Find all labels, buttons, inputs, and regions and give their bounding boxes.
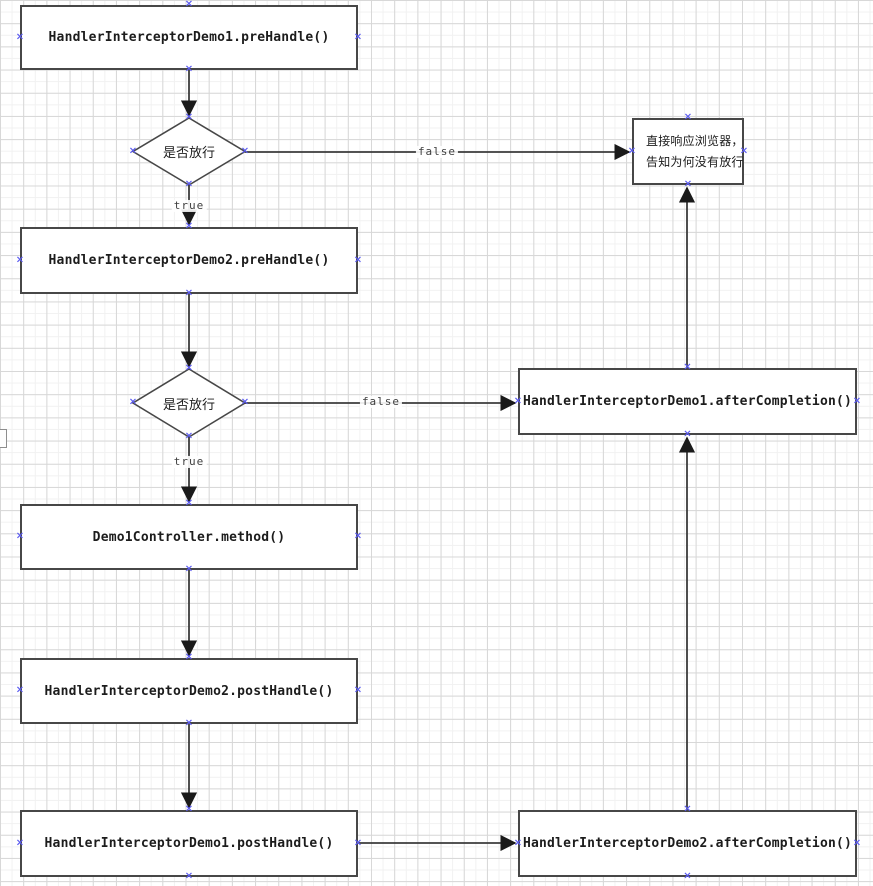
node-demo1controller-method[interactable]: Demo1Controller.method() — [20, 504, 358, 570]
node-demo1-aftercompletion[interactable]: HandlerInterceptorDemo1.afterCompletion(… — [518, 368, 857, 435]
canvas-side-tab[interactable] — [0, 429, 7, 448]
node-respond-browser[interactable]: 直接响应浏览器， 告知为何没有放行 — [632, 118, 744, 185]
node-label: HandlerInterceptorDemo1.preHandle() — [48, 30, 330, 45]
decision-is-pass-2-label: 是否放行 — [162, 397, 215, 413]
node-label: HandlerInterceptorDemo2.preHandle() — [48, 253, 330, 268]
node-label: HandlerInterceptorDemo1.postHandle() — [44, 836, 334, 851]
node-label: 直接响应浏览器， — [646, 133, 744, 148]
node-label: HandlerInterceptorDemo2.afterCompletion(… — [522, 836, 853, 851]
decision-is-pass-1-label: 是否放行 — [162, 146, 215, 161]
node-demo2-posthandle[interactable]: HandlerInterceptorDemo2.postHandle() — [20, 658, 358, 724]
node-label: 告知为何没有放行 — [646, 154, 744, 169]
node-label: HandlerInterceptorDemo1.afterCompletion(… — [522, 394, 853, 409]
node-demo2-prehandle[interactable]: HandlerInterceptorDemo2.preHandle() — [20, 227, 358, 294]
node-demo2-aftercompletion[interactable]: HandlerInterceptorDemo2.afterCompletion(… — [518, 810, 857, 877]
node-label: Demo1Controller.method() — [92, 529, 286, 545]
node-demo1-prehandle[interactable]: HandlerInterceptorDemo1.preHandle() — [20, 5, 358, 70]
node-demo1-posthandle[interactable]: HandlerInterceptorDemo1.postHandle() — [20, 810, 358, 877]
node-label: HandlerInterceptorDemo2.postHandle() — [44, 683, 334, 699]
